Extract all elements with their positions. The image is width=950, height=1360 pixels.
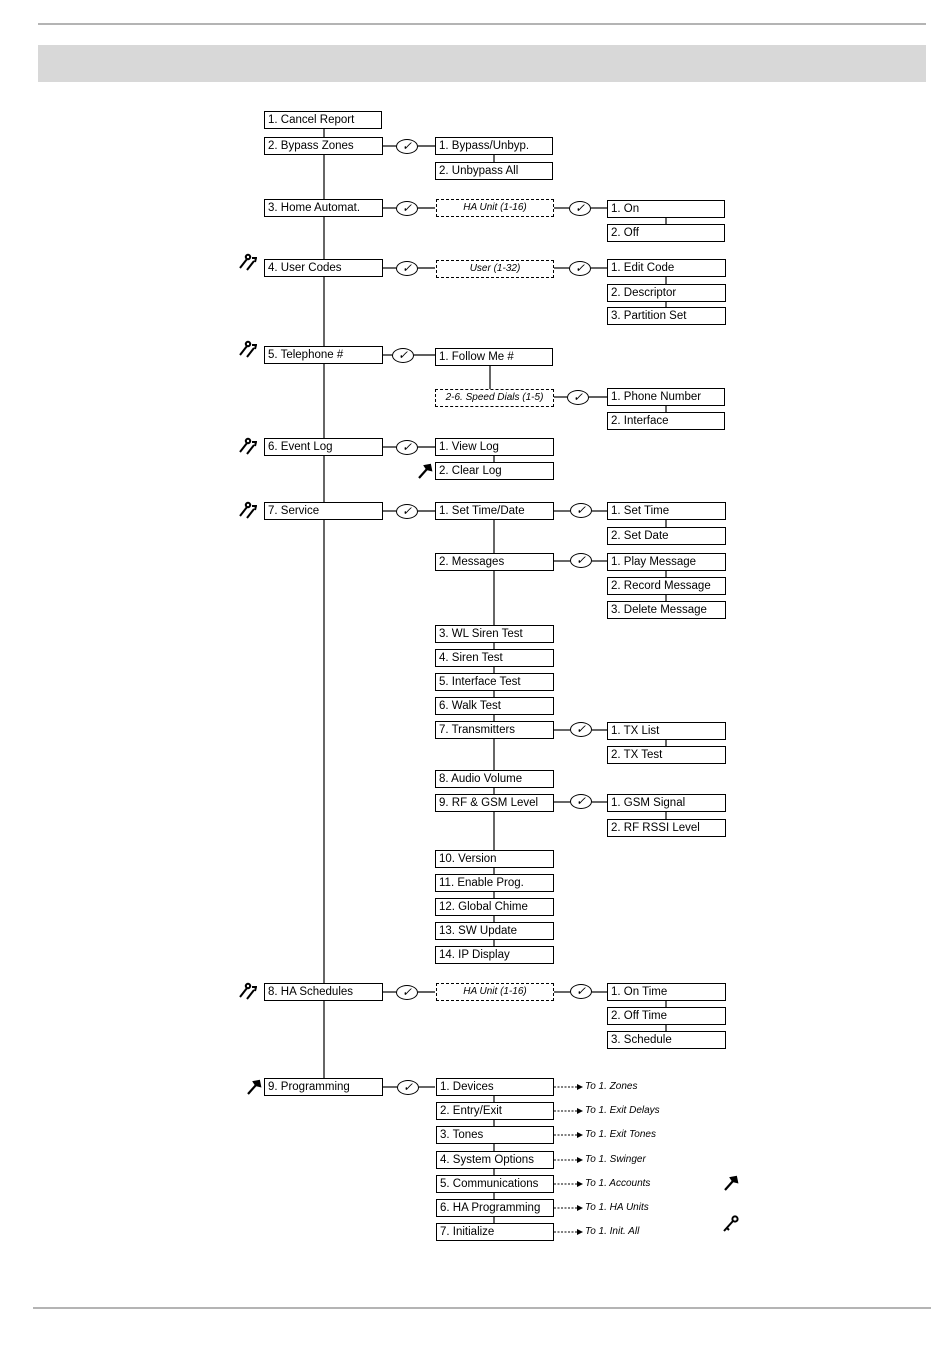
menu-bypass-zones: 2. Bypass Zones xyxy=(264,137,383,155)
siren-test: 4. Siren Test xyxy=(435,649,554,667)
target-exit-tones: To 1. Exit Tones xyxy=(585,1129,656,1140)
check-icon: ✓ xyxy=(569,261,591,276)
user-select: User (1-32) xyxy=(436,260,554,278)
wl-siren-test: 3. WL Siren Test xyxy=(435,625,554,643)
key-wrench-icon xyxy=(239,982,257,1000)
top-rule xyxy=(38,23,926,25)
off-time: 2. Off Time xyxy=(607,1007,726,1025)
sw-update: 13. SW Update xyxy=(435,922,554,940)
phone-number: 1. Phone Number xyxy=(607,388,725,406)
check-icon: ✓ xyxy=(392,348,414,363)
interface-test: 5. Interface Test xyxy=(435,673,554,691)
clear-log: 2. Clear Log xyxy=(435,462,554,480)
key-wrench-icon xyxy=(239,437,257,455)
bottom-rule xyxy=(33,1307,931,1309)
target-exit-delays: To 1. Exit Delays xyxy=(585,1105,660,1116)
check-icon: ✓ xyxy=(396,504,418,519)
menu-telephone: 5. Telephone # xyxy=(264,346,383,364)
transmitters: 7. Transmitters xyxy=(435,721,554,739)
check-icon: ✓ xyxy=(397,1080,419,1095)
entry-exit: 2. Entry/Exit xyxy=(436,1102,554,1120)
check-icon: ✓ xyxy=(570,503,592,518)
speed-dials-select: 2-6. Speed Dials (1-5) xyxy=(435,389,554,407)
wrench-icon xyxy=(724,1175,739,1191)
partition-set: 3. Partition Set xyxy=(607,307,726,325)
set-time: 1. Set Time xyxy=(607,502,726,520)
set-date: 2. Set Date xyxy=(607,527,726,545)
target-zones: To 1. Zones xyxy=(585,1081,638,1092)
wrench-icon xyxy=(418,463,433,479)
wrench-icon xyxy=(247,1079,262,1095)
menu-programming: 9. Programming xyxy=(264,1078,383,1096)
delete-message: 3. Delete Message xyxy=(607,601,726,619)
edit-code: 1. Edit Code xyxy=(607,259,726,277)
target-init-all: To 1. Init. All xyxy=(585,1226,640,1237)
key-icon xyxy=(723,1215,739,1232)
follow-me: 1. Follow Me # xyxy=(435,348,553,366)
view-log: 1. View Log xyxy=(435,438,554,456)
check-icon: ✓ xyxy=(567,390,589,405)
global-chime: 12. Global Chime xyxy=(435,898,554,916)
key-wrench-icon xyxy=(239,253,257,271)
check-icon: ✓ xyxy=(570,722,592,737)
set-time-date: 1. Set Time/Date xyxy=(435,502,554,520)
tx-list: 1. TX List xyxy=(607,722,726,740)
check-icon: ✓ xyxy=(570,794,592,809)
audio-volume: 8. Audio Volume xyxy=(435,770,554,788)
record-message: 2. Record Message xyxy=(607,577,726,595)
target-accounts: To 1. Accounts xyxy=(585,1178,651,1189)
menu-cancel-report: 1. Cancel Report xyxy=(264,111,382,129)
ip-display: 14. IP Display xyxy=(435,946,554,964)
version: 10. Version xyxy=(435,850,554,868)
menu-ha-schedules: 8. HA Schedules xyxy=(264,983,383,1001)
menu-user-codes: 4. User Codes xyxy=(264,259,383,277)
bypass-unbyp: 1. Bypass/Unbyp. xyxy=(435,137,553,155)
menu-home-automat: 3. Home Automat. xyxy=(264,199,383,217)
header-band xyxy=(38,45,926,82)
devices: 1. Devices xyxy=(436,1078,554,1096)
check-icon: ✓ xyxy=(396,139,418,154)
check-icon: ✓ xyxy=(570,984,592,999)
tones: 3. Tones xyxy=(436,1126,554,1144)
key-wrench-icon xyxy=(239,340,257,358)
play-message: 1. Play Message xyxy=(607,553,726,571)
telephone-interface: 2. Interface xyxy=(607,412,725,430)
key-wrench-icon xyxy=(239,501,257,519)
communications: 5. Communications xyxy=(436,1175,554,1193)
ha-on: 1. On xyxy=(607,200,725,218)
menu-service: 7. Service xyxy=(264,502,383,520)
tx-test: 2. TX Test xyxy=(607,746,726,764)
unbypass-all: 2. Unbypass All xyxy=(435,162,553,180)
descriptor: 2. Descriptor xyxy=(607,284,726,302)
check-icon: ✓ xyxy=(396,985,418,1000)
system-options: 4. System Options xyxy=(436,1151,554,1169)
check-icon: ✓ xyxy=(570,553,592,568)
walk-test: 6. Walk Test xyxy=(435,697,554,715)
enable-prog: 11. Enable Prog. xyxy=(435,874,554,892)
check-icon: ✓ xyxy=(396,201,418,216)
on-time: 1. On Time xyxy=(607,983,726,1001)
gsm-signal: 1. GSM Signal xyxy=(607,794,726,812)
ha-schedule-unit-select: HA Unit (1-16) xyxy=(436,983,554,1001)
ha-off: 2. Off xyxy=(607,224,725,242)
ha-programming: 6. HA Programming xyxy=(436,1199,554,1217)
check-icon: ✓ xyxy=(396,440,418,455)
target-swinger: To 1. Swinger xyxy=(585,1154,646,1165)
ha-unit-select: HA Unit (1-16) xyxy=(436,199,554,217)
menu-event-log: 6. Event Log xyxy=(264,438,383,456)
schedule: 3. Schedule xyxy=(607,1031,726,1049)
rf-gsm-level: 9. RF & GSM Level xyxy=(435,794,554,812)
initialize: 7. Initialize xyxy=(436,1223,554,1241)
check-icon: ✓ xyxy=(396,261,418,276)
target-ha-units: To 1. HA Units xyxy=(585,1202,649,1213)
messages: 2. Messages xyxy=(435,553,554,571)
check-icon: ✓ xyxy=(569,201,591,216)
rf-rssi-level: 2. RF RSSI Level xyxy=(607,819,726,837)
